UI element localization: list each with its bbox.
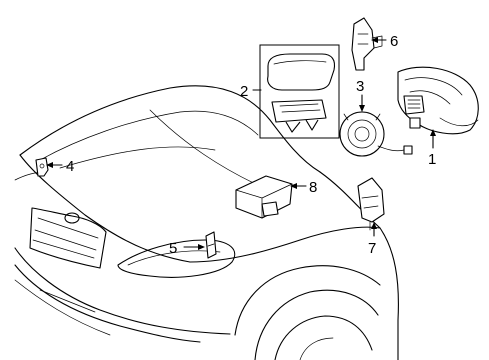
part-2-frame — [259, 44, 340, 139]
callout-3: 3 — [356, 78, 364, 95]
steering-wheel-airbag-part — [397, 66, 479, 135]
callout-1: 1 — [428, 151, 436, 168]
sensor-bracket-part-7 — [357, 177, 385, 231]
callout-4: 4 — [66, 158, 74, 175]
callout-2: 2 — [240, 83, 248, 100]
airbag-control-module-part-8 — [235, 175, 293, 219]
passenger-airbag-module — [267, 53, 336, 133]
bracket-part-6 — [351, 17, 383, 71]
clock-spring-part — [339, 111, 413, 157]
callout-6: 6 — [390, 33, 398, 50]
front-sensor-part-4 — [35, 157, 49, 177]
front-sensor-part-5 — [205, 231, 217, 259]
callout-5: 5 — [169, 240, 177, 257]
vehicle-front-outline — [14, 85, 399, 360]
callout-8: 8 — [309, 179, 317, 196]
callout-7: 7 — [368, 240, 376, 257]
